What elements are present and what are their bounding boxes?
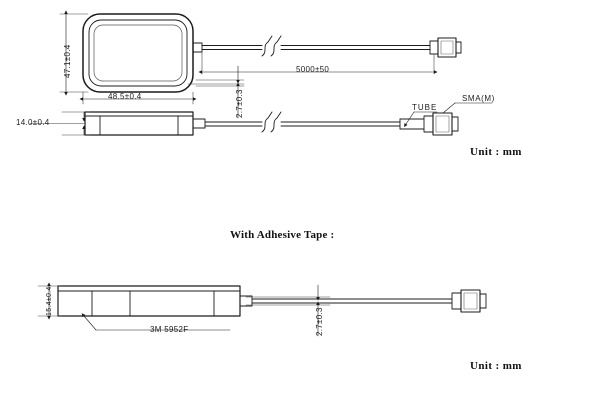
antenna-top-view-outline xyxy=(82,13,194,93)
cable-break-symbol-top xyxy=(261,35,282,57)
antenna-side-view-outline xyxy=(84,111,194,136)
cable-top-view xyxy=(201,45,431,50)
unit-note-top: Unit : mm xyxy=(470,146,522,158)
dim-adhesive-cable-diameter xyxy=(245,284,331,337)
sma-connector-side-view xyxy=(423,112,459,136)
dim-label-top-height: 47.1±0.4 xyxy=(63,44,72,78)
dim-label-adhesive-thickness: 15.4±0.4 xyxy=(46,286,53,316)
antenna-cable-exit xyxy=(192,42,203,53)
dim-top-width xyxy=(79,91,197,105)
dim-label-cable-length: 5000±50 xyxy=(296,65,330,74)
dim-label-top-width: 48.5±0.4 xyxy=(108,92,142,101)
dim-cable-length xyxy=(198,51,438,75)
dim-label-cable-diameter-top: 2.7±0.3 xyxy=(235,89,244,118)
callout-label-tube: TUBE xyxy=(412,103,438,112)
leader-sma xyxy=(442,102,493,114)
tube-section xyxy=(399,118,425,130)
callout-label-sma-connector: SMA(M) xyxy=(462,94,495,103)
adhesive-strain-relief xyxy=(239,295,253,307)
dim-side-thickness xyxy=(29,111,91,136)
callout-label-adhesive-tape: 3M 5952F xyxy=(150,325,189,334)
leader-adhesive-tape xyxy=(81,313,231,331)
side-view-strain-relief xyxy=(192,118,206,129)
leader-tube xyxy=(404,111,438,127)
dim-top-height xyxy=(59,10,89,96)
cable-side-view xyxy=(204,121,401,127)
section-title-adhesive-tape: With Adhesive Tape : xyxy=(230,229,335,241)
unit-note-bottom: Unit : mm xyxy=(470,360,522,372)
sma-connector-top-view xyxy=(429,37,462,58)
adhesive-antenna-side-view-outline xyxy=(57,285,241,317)
dim-cable-diameter-top xyxy=(195,65,245,119)
adhesive-cable xyxy=(251,298,453,304)
dim-adhesive-thickness xyxy=(37,282,63,320)
adhesive-sma-connector xyxy=(451,289,487,313)
dim-label-side-thickness: 14.0±0.4 xyxy=(16,118,50,127)
dim-label-adhesive-cable-diameter: 2.7±0.3 xyxy=(315,307,324,336)
cable-break-symbol-side xyxy=(261,111,282,133)
